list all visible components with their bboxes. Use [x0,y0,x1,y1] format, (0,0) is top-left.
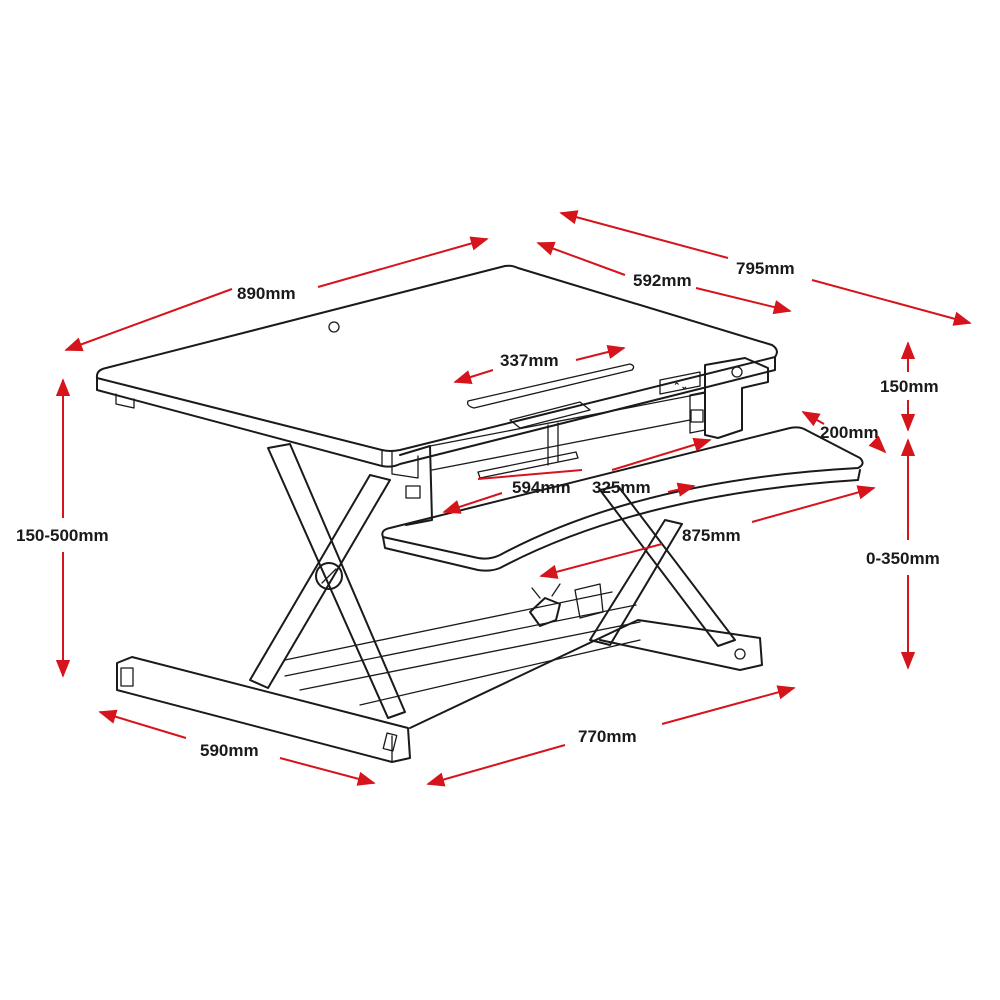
dim-770-arrow-right [661,685,796,725]
dimension-labels: 890mm 592mm 795mm 337mm 150mm 200mm 594m… [16,259,940,760]
label-base-width: 770mm [578,727,637,746]
control-up-down: ⌃⌄ [673,381,688,391]
tablet-slot [466,363,635,409]
dim-890-arrow-right [317,236,489,288]
dim-592-arrow-right [695,287,792,315]
dim-337-arrow-right [575,344,626,361]
scissor-pivot [315,562,343,590]
grommet-hole [328,321,340,333]
dim-875-arrow-right [751,485,876,523]
label-keyboard-drop: 0-350mm [866,549,940,568]
dim-594-arrow-left [442,492,503,514]
dim-590-arrow-right [279,757,376,786]
scissor-leg-left [267,443,406,719]
label-keyboard-depth: 325mm [592,478,651,497]
label-overall-depth: 795mm [736,259,795,278]
dimension-lines [55,210,972,787]
label-desktop-depth: 592mm [633,271,692,290]
dim-795-arrow-left [559,210,729,259]
label-slot-width: 337mm [500,351,559,370]
scissor-leg-right [249,474,391,689]
label-desktop-width: 890mm [237,284,296,303]
label-height-range: 150-500mm [16,526,109,545]
dim-200-arrow-right [868,435,887,454]
base-front-bar [116,656,411,763]
label-frame-width: 594mm [512,478,571,497]
dim-200-arrow-left [801,411,825,427]
dim-592-arrow-left [536,241,626,276]
label-desk-clearance: 150mm [880,377,939,396]
control-panel [659,371,701,395]
label-base-depth: 590mm [200,741,259,760]
label-keyboard-width: 875mm [682,526,741,545]
keyboard-tray [381,426,864,560]
dim-795-arrow-right [811,279,972,326]
base-side-bar [409,619,763,729]
desk-drawing: ⌃⌄ [95,264,864,763]
dim-890-arrow-left [64,288,233,352]
desktop-top [95,264,778,452]
label-keyboard-offset: 200mm [820,423,879,442]
dim-770-arrow-left [426,744,566,787]
dim-337-arrow-left [453,369,494,384]
dim-875-arrow-left [539,543,663,579]
release-lever [529,597,561,627]
dim-325-arrow-lower [667,482,696,497]
dim-590-arrow-left [98,709,187,739]
dim-325-arrow-right [611,437,712,471]
